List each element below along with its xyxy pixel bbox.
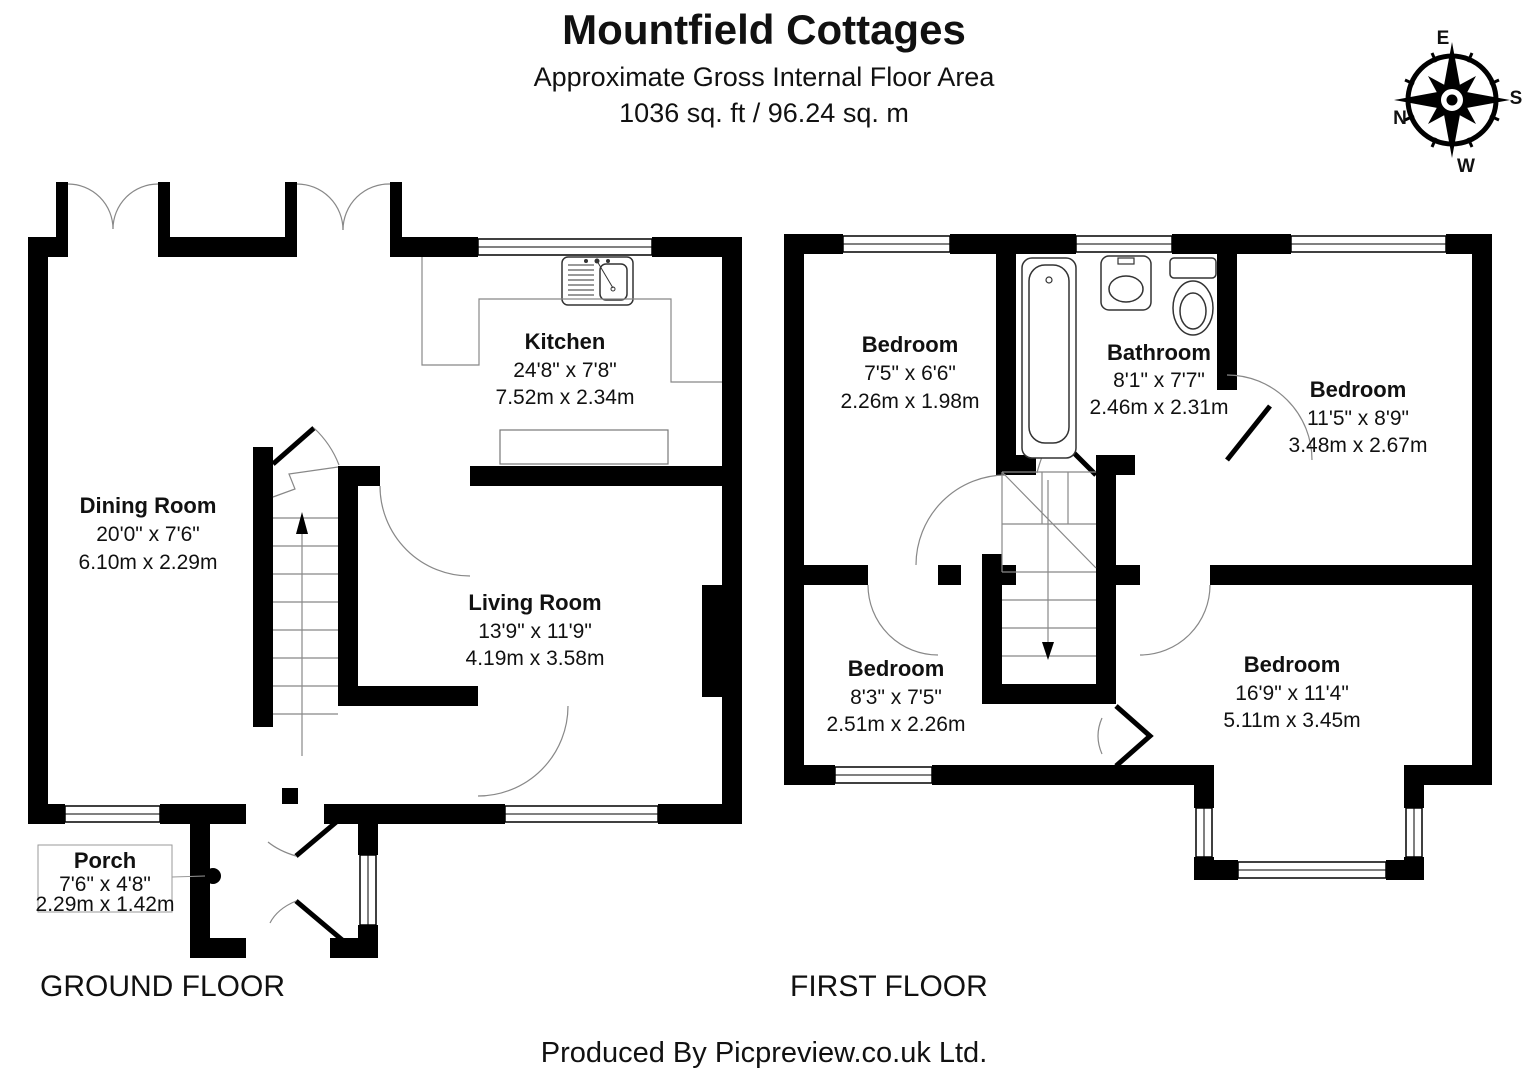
room-name: Kitchen [525,329,606,354]
stairs-down-icon [1001,471,1097,660]
room-dim-imperial: 7'6" x 4'8" [59,873,151,896]
room-label-kitchen: Kitchen 24'8" x 7'8" 7.52m x 2.34m [496,329,635,409]
room-dim-metric: 4.19m x 3.58m [466,647,605,670]
bath-icon [1021,257,1077,459]
room-dim-imperial: 7'5" x 6'6" [864,362,956,385]
first-floor-walls [784,234,1492,880]
ground-floor-walls [28,182,742,958]
room-name: Dining Room [80,493,217,518]
porch-callout [37,844,221,913]
room-label-bedroom-2: Bedroom 11'5" x 8'9" 3.48m x 2.67m [1289,377,1428,457]
room-dim-metric: 2.51m x 2.26m [827,713,966,736]
room-name: Bedroom [848,656,945,681]
room-label-bedroom-3: Bedroom 8'3" x 7'5" 2.51m x 2.26m [827,656,966,736]
producer-credit: Produced By Picpreview.co.uk Ltd. [541,1037,988,1069]
room-dim-metric: 6.10m x 2.29m [79,551,218,574]
room-dim-metric: 2.26m x 1.98m [841,390,980,413]
first-floor-windows [834,235,1447,879]
room-dim-metric: 5.11m x 3.45m [1223,709,1360,732]
page-subtitle: Approximate Gross Internal Floor Area [534,62,996,92]
room-dim-imperial: 24'8" x 7'8" [513,359,617,382]
room-label-bedroom-4: Bedroom 16'9" x 11'4" 5.11m x 3.45m [1223,652,1360,732]
room-name: Bathroom [1107,340,1211,365]
compass-rose-icon: E S W N [1393,28,1522,177]
stairs-up-icon [272,466,339,756]
ground-floor-doors [67,183,569,946]
room-dim-metric: 2.29m x 1.42m [36,893,175,916]
room-name: Bedroom [1244,652,1341,677]
basin-icon [1100,255,1152,311]
ground-floor-label: GROUND FLOOR [40,970,285,1003]
room-label-bedroom-1: Bedroom 7'5" x 6'6" 2.26m x 1.98m [841,332,980,413]
kitchen-sink-icon [561,256,634,306]
compass-east-label: E [1437,28,1450,49]
floor-area-value: 1036 sq. ft / 96.24 sq. m [619,98,909,128]
room-dim-imperial: 20'0" x 7'6" [96,523,200,546]
toilet-icon [1169,257,1217,336]
page-title: Mountfield Cottages [562,6,966,53]
room-label-bathroom: Bathroom 8'1" x 7'7" 2.46m x 2.31m [1090,340,1229,419]
room-dim-imperial: 8'3" x 7'5" [850,686,942,709]
room-dim-metric: 7.52m x 2.34m [496,386,635,409]
room-name: Living Room [468,590,601,615]
room-dim-metric: 2.46m x 2.31m [1090,396,1229,419]
room-dim-imperial: 13'9" x 11'9" [478,620,592,643]
room-dim-imperial: 8'1" x 7'7" [1113,369,1205,392]
compass-north-label: N [1393,108,1407,129]
ground-floor-windows [64,238,659,926]
first-floor-label: FIRST FLOOR [790,970,988,1003]
compass-west-label: W [1457,156,1475,177]
room-label-living-room: Living Room 13'9" x 11'9" 4.19m x 3.58m [466,590,605,670]
room-name: Bedroom [862,332,959,357]
room-name: Bedroom [1310,377,1407,402]
kitchen-counter [421,257,722,465]
room-label-porch: Porch 7'6" x 4'8" 2.29m x 1.42m [36,848,175,916]
room-name: Porch [74,848,136,873]
room-label-dining-room: Dining Room 20'0" x 7'6" 6.10m x 2.29m [79,493,218,574]
compass-south-label: S [1510,88,1523,109]
room-dim-imperial: 16'9" x 11'4" [1235,682,1349,705]
room-dim-metric: 3.48m x 2.67m [1289,434,1428,457]
room-dim-imperial: 11'5" x 8'9" [1307,407,1409,430]
